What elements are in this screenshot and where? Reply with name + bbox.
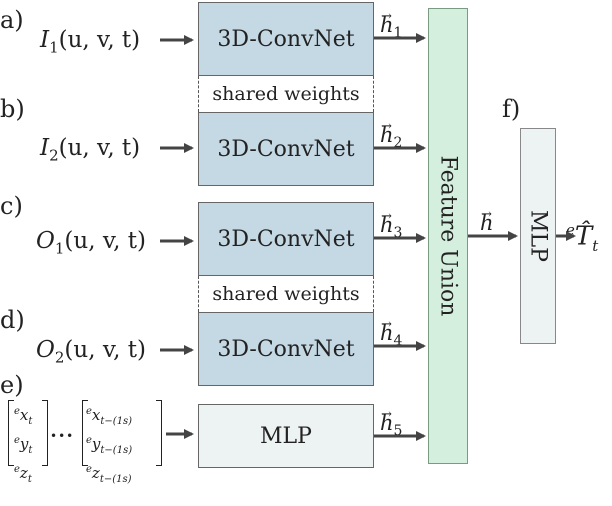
input-o2: O2(u, v, t) — [36, 337, 146, 367]
feature-h-union: →h — [480, 207, 494, 235]
convnet-box-4: 3D-ConvNet — [198, 312, 374, 386]
panel-label-a: a) — [0, 6, 24, 34]
input-o1: O1(u, v, t) — [36, 228, 146, 258]
shared-weights-label-2: shared weights — [198, 276, 374, 312]
feature-h3: →h3 — [380, 209, 403, 242]
shared-weights-label-1: shared weights — [198, 76, 374, 112]
mlp-box-final: MLP — [520, 128, 556, 344]
feature-h1: →h1 — [380, 9, 403, 42]
panel-label-b: b) — [0, 95, 25, 123]
feature-union-box: Feature Union — [428, 8, 468, 464]
vector-bracket-right-2 — [156, 400, 162, 466]
trajectory-ellipsis: ••• — [50, 429, 75, 443]
vector-bracket-left-1 — [8, 400, 14, 466]
convnet-box-3: 3D-ConvNet — [198, 202, 374, 276]
panel-label-f: f) — [502, 95, 521, 123]
input-i1: I1(u, v, t) — [40, 27, 141, 57]
trajectory-vector-start: ext eyt ezt — [14, 406, 33, 485]
feature-h5: →h5 — [380, 407, 403, 440]
vector-bracket-left-2 — [82, 400, 88, 466]
panel-label-c: c) — [0, 192, 23, 220]
mlp-box-trajectory: MLP — [198, 404, 374, 468]
trajectory-vector-end: ext−(1s) eyt−(1s) ezt−(1s) — [86, 406, 133, 485]
vector-bracket-right-1 — [42, 400, 48, 466]
feature-h4: →h4 — [380, 317, 403, 350]
output-trajectory: eT̂t — [566, 221, 599, 255]
feature-h2: →h2 — [380, 119, 403, 152]
panel-label-d: d) — [0, 306, 25, 334]
convnet-box-2: 3D-ConvNet — [198, 112, 374, 186]
convnet-box-1: 3D-ConvNet — [198, 2, 374, 76]
input-i2: I2(u, v, t) — [40, 135, 141, 165]
panel-label-e: e) — [0, 371, 24, 399]
